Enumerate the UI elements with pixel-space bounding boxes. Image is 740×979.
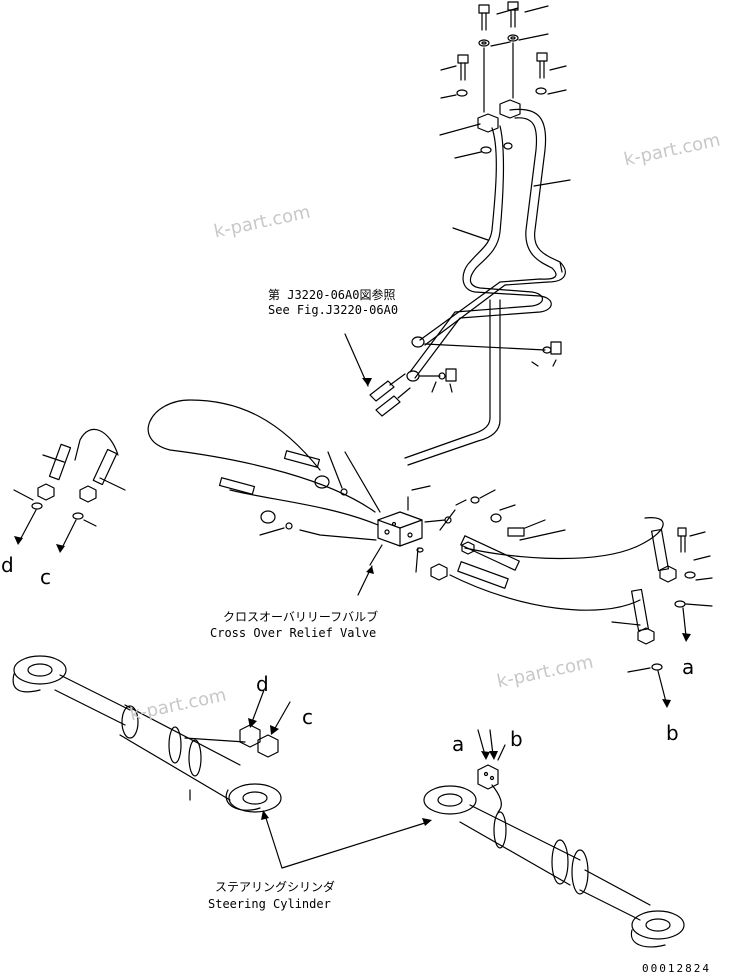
connection-letter-d: d bbox=[1, 553, 14, 577]
valve-label-ja: クロスオーバリリーフバルブ bbox=[223, 610, 379, 624]
connection-letter-c: c bbox=[40, 565, 51, 589]
pipes-to-valve bbox=[404, 299, 501, 466]
hoses-right bbox=[430, 489, 713, 708]
bolt-group-top bbox=[440, 1, 567, 113]
connection-letter-a: a bbox=[682, 655, 695, 679]
connection-letter-d: d bbox=[256, 672, 269, 696]
pipe-end-fittings bbox=[406, 336, 562, 393]
connection-letter-b: b bbox=[666, 721, 679, 745]
steering-cylinder-left bbox=[12, 655, 291, 813]
pipe-clamps bbox=[439, 99, 521, 159]
steel-pipes bbox=[409, 108, 571, 379]
see-fig-label-en: See Fig.J3220-06A0 bbox=[268, 303, 399, 317]
drawing-code: 00012824 bbox=[642, 962, 711, 975]
connection-letter-a: a bbox=[452, 732, 465, 756]
hose-ends-see-fig bbox=[344, 333, 411, 417]
cylinder-label-ja: ステアリングシリンダ bbox=[215, 880, 336, 894]
cylinder-leaders bbox=[261, 810, 432, 869]
valve-label-en: Cross Over Relief Valve bbox=[210, 626, 377, 640]
cylinder-label-en: Steering Cylinder bbox=[208, 897, 331, 911]
connection-letter-c: c bbox=[302, 705, 313, 729]
see-fig-label-ja: 第 J3220-06A0図参照 bbox=[268, 288, 396, 302]
cross-over-relief-valve bbox=[344, 451, 452, 596]
steering-cylinder-right bbox=[423, 729, 685, 948]
connection-letter-b: b bbox=[510, 727, 523, 751]
hoses-left bbox=[13, 399, 379, 553]
